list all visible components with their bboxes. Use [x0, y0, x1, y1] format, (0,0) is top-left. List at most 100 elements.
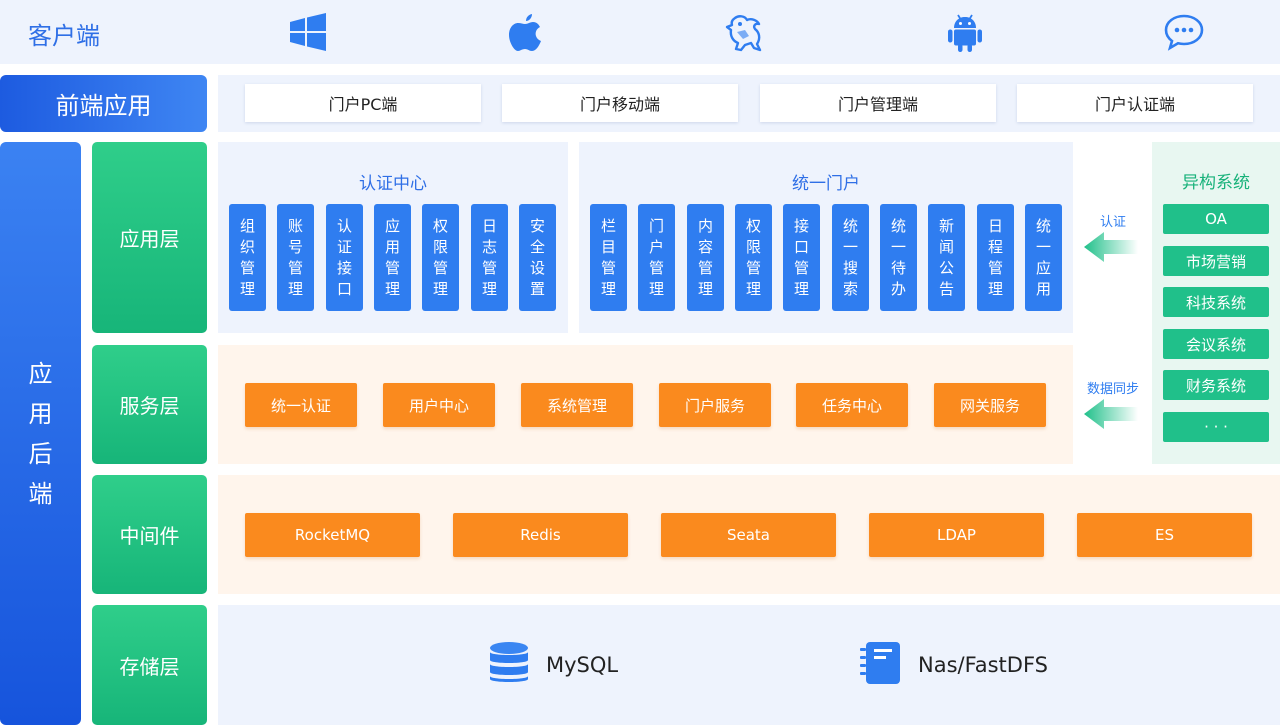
auth-item-char: 接 [336, 258, 352, 277]
auth-item-char: 理 [239, 279, 255, 298]
portal-item-char: 新 [938, 216, 954, 235]
auth-arrow-label: 认证 [1099, 215, 1126, 230]
portal-item-char: 容 [697, 237, 713, 256]
portal-item-char: 限 [745, 237, 761, 256]
frontend-item-pc[interactable]: 门户PC端 [245, 84, 481, 122]
portal-item-button[interactable]: 新闻公告 [928, 204, 965, 311]
frontend-item-admin[interactable]: 门户管理端 [760, 84, 996, 122]
portal-item-char: 户 [648, 237, 664, 256]
portal-item-button[interactable]: 接口管理 [783, 204, 820, 311]
auth-item-button[interactable]: 日志管理 [471, 204, 508, 311]
portal-item-button[interactable]: 统一搜索 [832, 204, 869, 311]
portal-item-button[interactable]: 栏目管理 [590, 204, 627, 311]
portal-item-button[interactable]: 门户管理 [638, 204, 675, 311]
portal-item-char: 日 [987, 216, 1003, 235]
auth-item-button[interactable]: 安全设置 [519, 204, 556, 311]
portal-item-char: 管 [600, 258, 616, 277]
service-item-button[interactable]: 网关服务 [934, 383, 1046, 427]
auth-item-char: 号 [287, 237, 303, 256]
portal-item-button[interactable]: 统一待办 [880, 204, 917, 311]
portal-item-button[interactable]: 内容管理 [687, 204, 724, 311]
auth-item-char: 志 [481, 237, 497, 256]
middleware-item-button[interactable]: ES [1077, 513, 1252, 557]
portal-item-char: 理 [648, 279, 664, 298]
auth-item-button[interactable]: 认证接口 [326, 204, 363, 311]
portal-item-char: 应 [1035, 258, 1051, 277]
portal-item-char: 一 [842, 237, 858, 256]
hetero-title: 异构系统 [1182, 173, 1250, 193]
auth-item-char: 日 [481, 216, 497, 235]
auth-item-char: 管 [432, 258, 448, 277]
service-item-button[interactable]: 统一认证 [245, 383, 357, 427]
auth-item-char: 管 [384, 258, 400, 277]
layer-label-middleware: 中间件 [92, 475, 207, 594]
auth-item-button[interactable]: 应用管理 [374, 204, 411, 311]
hetero-item-button[interactable]: 财务系统 [1163, 370, 1269, 400]
storage-nas: Nas/FastDFS [858, 640, 1048, 690]
auth-item-char: 理 [481, 279, 497, 298]
portal-item-char: 告 [938, 279, 954, 298]
hetero-item-button[interactable]: OA [1163, 204, 1269, 234]
portal-item-char: 口 [793, 237, 809, 256]
auth-item-char: 认 [336, 216, 352, 235]
auth-item-button[interactable]: 组织管理 [229, 204, 266, 311]
service-item-button[interactable]: 任务中心 [796, 383, 908, 427]
portal-item-button[interactable]: 统一应用 [1025, 204, 1062, 311]
service-item-button[interactable]: 系统管理 [521, 383, 633, 427]
auth-item-char: 理 [432, 279, 448, 298]
layer-label-service: 服务层 [92, 345, 207, 464]
portal-item-char: 理 [793, 279, 809, 298]
auth-item-char: 应 [384, 216, 400, 235]
service-panel [218, 345, 1073, 464]
backend-label-char: 应 [28, 359, 53, 388]
auth-item-char: 管 [481, 258, 497, 277]
middleware-item-button[interactable]: RocketMQ [245, 513, 420, 557]
apple-icon [503, 10, 547, 54]
service-item-button[interactable]: 用户中心 [383, 383, 495, 427]
portal-item-char: 程 [987, 237, 1003, 256]
auth-center-title: 认证中心 [359, 174, 427, 194]
hetero-item-button[interactable]: · · · [1163, 412, 1269, 442]
auth-item-char: 织 [239, 237, 255, 256]
portal-item-char: 统 [842, 216, 858, 235]
middleware-item-button[interactable]: LDAP [869, 513, 1044, 557]
portal-item-char: 目 [600, 237, 616, 256]
auth-item-char: 设 [529, 258, 545, 277]
auth-item-char: 理 [287, 279, 303, 298]
portal-item-char: 管 [745, 258, 761, 277]
backend-label-char: 端 [28, 479, 53, 508]
auth-item-char: 限 [432, 237, 448, 256]
backend-label-char: 后 [28, 439, 53, 468]
frontend-item-mobile[interactable]: 门户移动端 [502, 84, 738, 122]
portal-item-char: 统 [890, 216, 906, 235]
portal-item-button[interactable]: 日程管理 [977, 204, 1014, 311]
middleware-item-button[interactable]: Redis [453, 513, 628, 557]
hetero-item-button[interactable]: 科技系统 [1163, 287, 1269, 317]
portal-item-char: 门 [648, 216, 664, 235]
auth-item-char: 组 [239, 216, 255, 235]
portal-item-char: 一 [890, 237, 906, 256]
auth-item-char: 全 [529, 237, 545, 256]
hetero-item-button[interactable]: 会议系统 [1163, 329, 1269, 359]
portal-title: 统一门户 [792, 174, 860, 194]
service-item-button[interactable]: 门户服务 [659, 383, 771, 427]
storage-nas-label: Nas/FastDFS [918, 653, 1048, 677]
portal-item-char: 办 [890, 279, 906, 298]
sync-arrow-icon [1082, 397, 1140, 431]
backend-label: 应 用 后 端 [0, 142, 81, 725]
auth-item-button[interactable]: 权限管理 [422, 204, 459, 311]
auth-item-button[interactable]: 账号管理 [277, 204, 314, 311]
auth-item-char: 管 [239, 258, 255, 277]
frontend-item-auth[interactable]: 门户认证端 [1017, 84, 1253, 122]
portal-item-char: 公 [938, 258, 954, 277]
portal-item-button[interactable]: 权限管理 [735, 204, 772, 311]
portal-item-char: 管 [793, 258, 809, 277]
client-bar [0, 0, 1280, 64]
middleware-item-button[interactable]: Seata [661, 513, 836, 557]
storage-panel [218, 605, 1280, 725]
hetero-item-button[interactable]: 市场营销 [1163, 246, 1269, 276]
portal-item-char: 管 [987, 258, 1003, 277]
portal-item-char: 理 [745, 279, 761, 298]
sync-arrow-label: 数据同步 [1086, 382, 1139, 397]
windows-icon [286, 10, 330, 54]
